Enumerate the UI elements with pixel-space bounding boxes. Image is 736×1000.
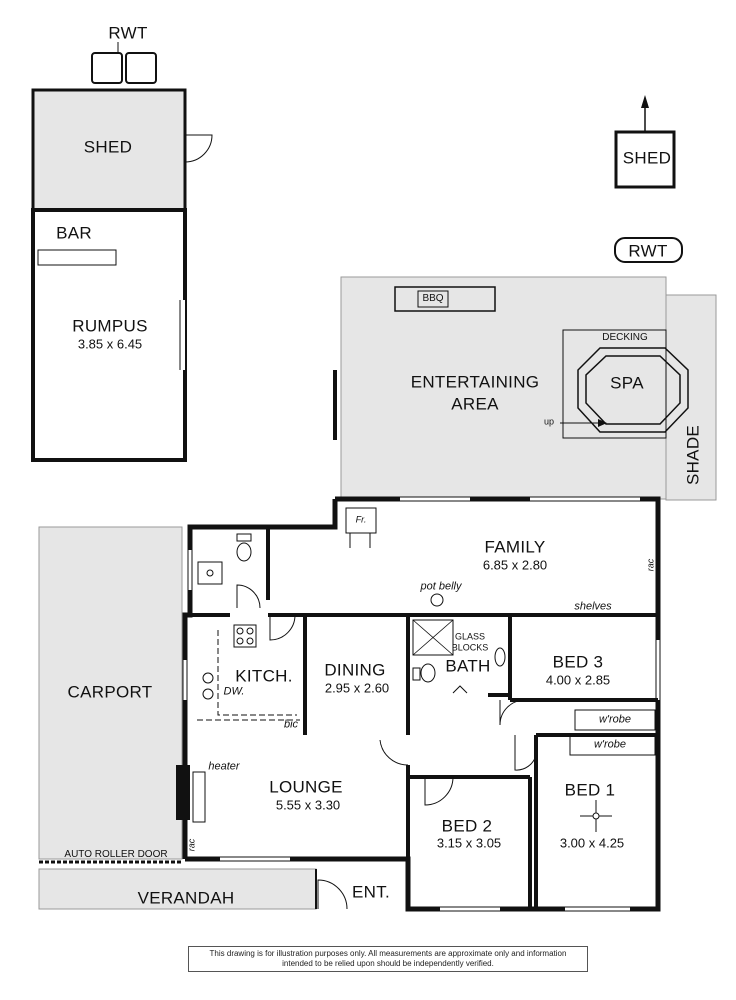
rumpus-label: RUMPUS bbox=[72, 316, 148, 336]
entry-label: ENT. bbox=[351, 882, 391, 902]
rwt-right-box bbox=[614, 237, 683, 263]
shed-top-label: SHED bbox=[83, 137, 133, 157]
disclaimer-line-1: This drawing is for illustration purpose… bbox=[209, 948, 567, 958]
carport-label: CARPORT bbox=[67, 682, 153, 702]
dining-dims: 2.95 x 2.60 bbox=[324, 680, 390, 696]
bath-label: BATH bbox=[445, 656, 491, 676]
laundry-sink bbox=[197, 561, 223, 585]
shelves-label: shelves bbox=[574, 600, 612, 613]
glass-blocks-label-1: GLASS bbox=[454, 631, 486, 642]
rwt-tank-left bbox=[91, 52, 123, 84]
entertaining-area-fill bbox=[340, 276, 667, 500]
rac-right-label: rac bbox=[645, 558, 656, 572]
rwt-tank-right bbox=[125, 52, 157, 84]
pot-belly-stove bbox=[430, 593, 444, 607]
entertaining-label-1: ENTERTAINING bbox=[410, 372, 540, 392]
wrobe-bed1-label: w'robe bbox=[593, 738, 627, 751]
dining-label: DINING bbox=[324, 660, 386, 680]
family-dims: 6.85 x 2.80 bbox=[482, 557, 548, 573]
shade-fill bbox=[665, 294, 717, 501]
bic-label: bic bbox=[283, 718, 299, 731]
sink-bowl-2 bbox=[202, 688, 214, 700]
heater-block bbox=[176, 765, 190, 820]
shed-fill bbox=[33, 90, 185, 210]
rumpus-dims: 3.85 x 6.45 bbox=[77, 336, 143, 352]
north-arrow-icon bbox=[641, 95, 649, 108]
wrobe-bed3 bbox=[574, 709, 656, 731]
bed3-label: BED 3 bbox=[552, 652, 604, 672]
spa-label: SPA bbox=[610, 373, 644, 393]
disclaimer-box: This drawing is for illustration purpose… bbox=[188, 946, 588, 972]
dw-label: DW. bbox=[223, 685, 245, 698]
bbq-counter bbox=[394, 286, 496, 312]
bbq-label: BBQ bbox=[422, 293, 444, 304]
lounge-label: LOUNGE bbox=[269, 777, 343, 797]
bar-label: BAR bbox=[56, 223, 92, 243]
wrobe-bed3-label: w'robe bbox=[598, 713, 632, 726]
up-label: up bbox=[543, 416, 555, 427]
fridge-label: Fr. bbox=[355, 514, 367, 525]
fridge-box bbox=[345, 507, 377, 534]
rwt-right-label: RWT bbox=[628, 241, 668, 261]
bed1-dims: 3.00 x 4.25 bbox=[559, 835, 625, 851]
disclaimer-line-2: intended to be relied upon should be ind… bbox=[282, 959, 494, 968]
shed-door-swing bbox=[184, 134, 213, 163]
bed2-dims: 3.15 x 3.05 bbox=[436, 835, 502, 851]
heater-label: heater bbox=[208, 760, 240, 773]
pot-belly-label: pot belly bbox=[420, 580, 462, 593]
sink-bowl-1 bbox=[202, 672, 214, 684]
decking-box bbox=[562, 329, 667, 439]
glass-blocks-label-2: BLOCKS bbox=[451, 642, 489, 653]
toilet-bath bbox=[420, 663, 436, 683]
decking-label: DECKING bbox=[602, 332, 648, 343]
interior-walls bbox=[190, 527, 658, 909]
wrobe-bed1 bbox=[569, 734, 656, 756]
spa-outer bbox=[577, 347, 689, 433]
bed1-label: BED 1 bbox=[564, 780, 616, 800]
rac-left-label: rac bbox=[186, 838, 197, 852]
bed2-label: BED 2 bbox=[441, 816, 493, 836]
kitchen-cooktop bbox=[233, 624, 257, 648]
bar-counter bbox=[37, 249, 117, 266]
spa-inner bbox=[585, 355, 681, 425]
bed3-dims: 4.00 x 2.85 bbox=[545, 672, 611, 688]
kitchen-label: KITCH. bbox=[235, 666, 293, 686]
shower-box bbox=[412, 619, 454, 656]
carport-fill bbox=[38, 526, 183, 860]
toilet-laundry bbox=[236, 542, 252, 562]
verandah-label: VERANDAH bbox=[137, 888, 235, 908]
ceiling-fan-icon bbox=[580, 800, 612, 832]
basin-bath bbox=[494, 647, 506, 667]
verandah-fill bbox=[38, 868, 317, 910]
shade-label: SHADE bbox=[683, 424, 703, 486]
lounge-dims: 5.55 x 3.30 bbox=[275, 797, 341, 813]
entertaining-label-2: AREA bbox=[451, 394, 499, 414]
rwt-top-label: RWT bbox=[108, 23, 148, 43]
family-label: FAMILY bbox=[484, 537, 546, 557]
shed-right-label: SHED bbox=[622, 148, 672, 168]
auto-roller-door-label: AUTO ROLLER DOOR bbox=[64, 849, 168, 860]
